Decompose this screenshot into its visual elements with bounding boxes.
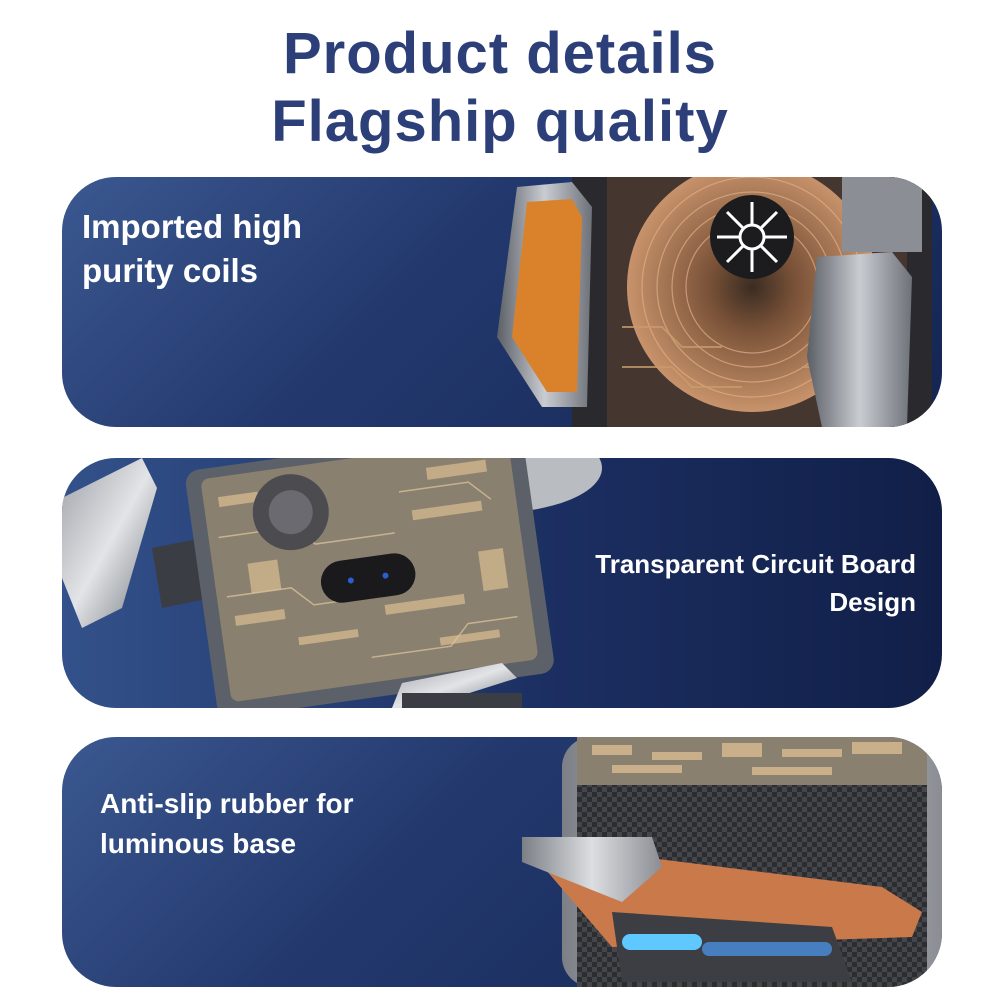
feature-panel-circuit: Transparent Circuit Board Design: [62, 458, 942, 708]
coil-product-image: [497, 177, 932, 427]
base-product-image: [522, 737, 942, 987]
page-subtitle: Flagship quality: [271, 89, 729, 154]
feature-caption: Imported high purity coils: [82, 208, 302, 289]
feature-panel-coils: Imported high purity coils: [62, 177, 942, 427]
feature-caption: Anti-slip rubber for luminous base: [100, 788, 354, 859]
feature-caption: Transparent Circuit Board Design: [595, 549, 916, 617]
feature-panel-base: Anti-slip rubber for luminous base: [62, 737, 942, 987]
page-title: Product details: [283, 21, 717, 86]
circuit-product-image: [62, 458, 602, 708]
